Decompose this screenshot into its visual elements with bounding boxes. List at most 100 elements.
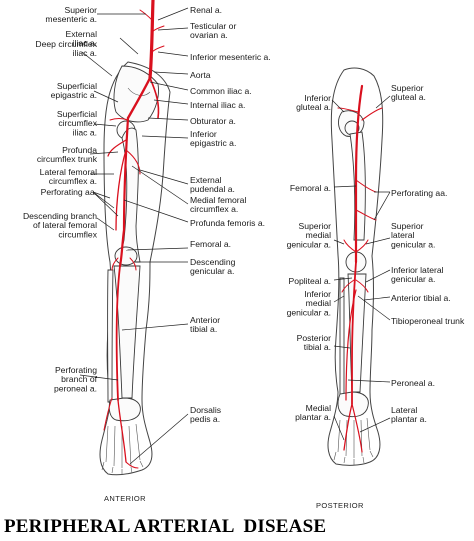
posterior-left-label: Femoral a.	[290, 183, 331, 193]
anterior-right-label: Common iliac a.	[190, 86, 252, 96]
label-line: Inferior	[304, 93, 331, 103]
label-line: Femoral a.	[190, 239, 231, 249]
label-line: Superior	[65, 5, 98, 15]
label-line: pedis a.	[190, 414, 220, 424]
posterior-left-label: Popliteal a.	[288, 276, 331, 286]
leader-lines	[79, 7, 391, 465]
label-line: Descending branch	[23, 211, 97, 221]
label-line: iliac a.	[73, 38, 97, 48]
anterior-right-label: Aorta	[190, 70, 211, 80]
label-line: Superior	[391, 221, 424, 231]
posterior-arteries	[337, 84, 383, 453]
label-line: genicular a.	[287, 307, 331, 317]
anterior-right-label: Obturator a.	[190, 116, 236, 126]
label-line: tibial a.	[190, 324, 217, 334]
label-line: branch of	[61, 374, 97, 384]
posterior-right-label: Tibioperoneal trunk	[391, 316, 465, 326]
label-line: Descending	[190, 257, 236, 267]
label-line: lateral	[391, 230, 414, 240]
label-line: Testicular or	[190, 21, 236, 31]
label-line: circumflex	[58, 118, 97, 128]
anterior-right-label: Inferior mesenteric a.	[190, 52, 271, 62]
label-line: Aorta	[190, 70, 211, 80]
anterior-right-label: Internal iliac a.	[190, 100, 245, 110]
label-line: Femoral a.	[290, 183, 331, 193]
label-line: Internal iliac a.	[190, 100, 245, 110]
label-line: circumflex	[58, 229, 97, 239]
label-line: genicular a.	[190, 266, 234, 276]
label-line: genicular a.	[391, 239, 435, 249]
anterior-left-label: Perforating aa.	[41, 187, 97, 197]
anterior-right-label: Profunda femoris a.	[190, 218, 265, 228]
anterior-leg-outline	[99, 61, 171, 476]
label-line: circumflex a.	[49, 176, 97, 186]
label-line: Common iliac a.	[190, 86, 252, 96]
label-line: iliac a.	[73, 127, 97, 137]
label-line: Popliteal a.	[288, 276, 331, 286]
anterior-fibula	[107, 269, 114, 403]
label-line: ovarian a.	[190, 30, 228, 40]
label-line: epigastric a.	[190, 138, 236, 148]
label-line: Anterior tibial a.	[391, 293, 451, 303]
label-line: Superficial	[57, 109, 97, 119]
label-line: gluteal a.	[391, 92, 426, 102]
anterior-view-label: ANTERIOR	[104, 494, 146, 503]
label-line: plantar a.	[391, 414, 427, 424]
posterior-right-label: Perforating aa.	[391, 188, 447, 198]
anterior-leg-drawing	[99, 0, 171, 476]
label-line: External	[65, 29, 97, 39]
anterior-arteries	[103, 0, 165, 469]
label-line: Medial	[306, 403, 331, 413]
label-line: circumflex trunk	[37, 154, 98, 164]
label-line: Superior	[391, 83, 424, 93]
label-line: of lateral femoral	[33, 220, 97, 230]
label-line: Obturator a.	[190, 116, 236, 126]
label-line: Inferior lateral	[391, 265, 444, 275]
label-line: Superior	[299, 221, 332, 231]
label-line: medial	[306, 298, 331, 308]
anterior-right-label: Femoral a.	[190, 239, 231, 249]
label-line: Perforating aa.	[41, 187, 97, 197]
label-line: Perforating aa.	[391, 188, 447, 198]
label-line: Inferior mesenteric a.	[190, 52, 271, 62]
posterior-right-label: Peroneal a.	[391, 378, 435, 388]
label-line: External	[190, 175, 222, 185]
label-line: genicular a.	[391, 274, 435, 284]
label-line: genicular a.	[287, 239, 331, 249]
label-line: tibial a.	[304, 342, 331, 352]
label-line: Perforating	[55, 365, 97, 375]
label-line: Posterior	[297, 333, 332, 343]
anterior-right-label: Renal a.	[190, 5, 222, 15]
posterior-ankle	[337, 391, 369, 418]
label-line: pudendal a.	[190, 184, 235, 194]
label-line: Profunda femoris a.	[190, 218, 265, 228]
posterior-view-label: POSTERIOR	[316, 501, 364, 510]
label-line: Lateral	[391, 405, 417, 415]
label-line: epigastric a.	[51, 90, 97, 100]
label-line: Tibioperoneal trunk	[391, 316, 465, 326]
posterior-leg-drawing	[327, 67, 384, 466]
label-line: iliac a.	[73, 48, 97, 58]
label-line: Inferior	[190, 129, 217, 139]
label-line: circumflex a.	[190, 204, 238, 214]
label-line: Superficial	[57, 81, 97, 91]
label-line: Lateral femoral	[40, 167, 97, 177]
label-line: plantar a.	[295, 412, 331, 422]
